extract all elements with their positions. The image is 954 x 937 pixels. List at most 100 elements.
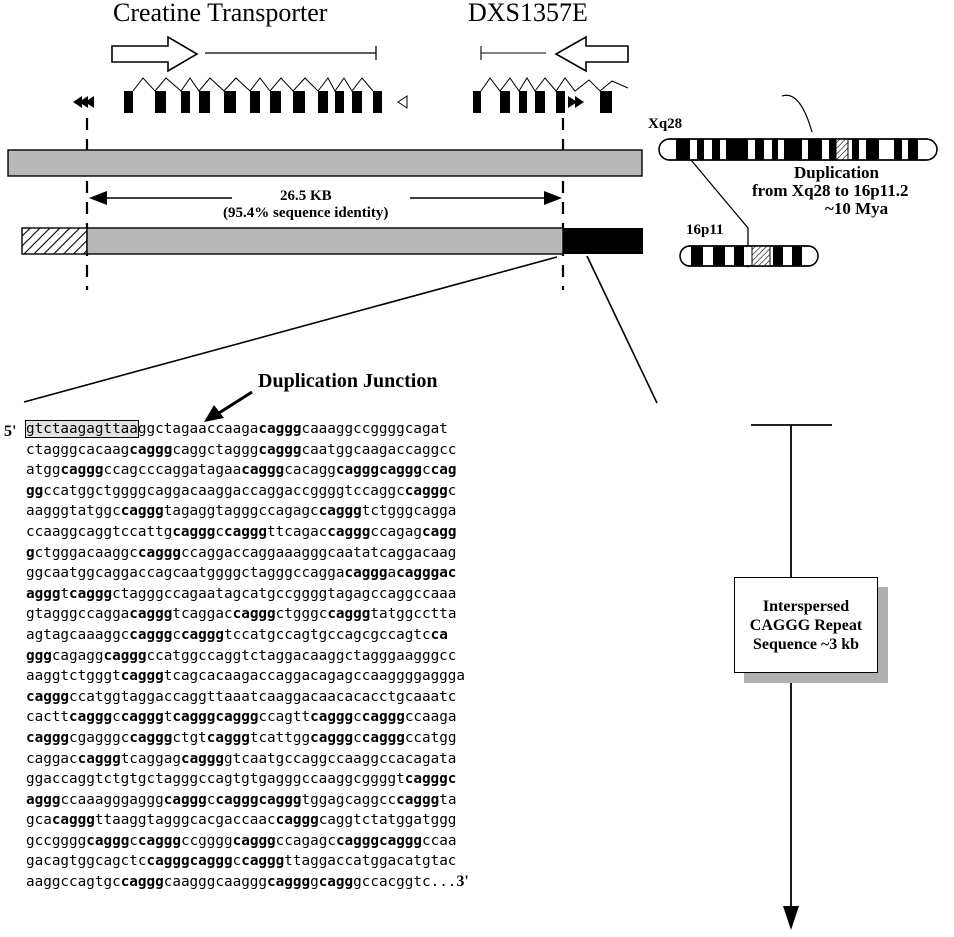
caggg-repeat-motif: caggg: [120, 668, 164, 685]
caggg-repeat-motif: caggg: [361, 709, 405, 726]
sequence-line: gggcagaggcagggccatggccaggtctaggacaaggcta…: [26, 647, 457, 664]
caggg-repeat-motif: caggg: [258, 421, 302, 437]
caggg-repeat-motif: cagg: [318, 874, 354, 891]
caggg-repeat-motif: caggg: [344, 565, 388, 582]
16p11-label: 16p11: [686, 222, 724, 238]
caggg-repeat-motif: caggg: [215, 709, 259, 726]
caggg-repeat-motif: cag: [430, 462, 457, 479]
caggg-repeat-motif: caggg: [396, 565, 440, 582]
caggg-repeat-motif: caggg: [361, 729, 405, 746]
caggg-repeat-motif: caggg: [258, 441, 302, 458]
xq28-callout-curve: [781, 94, 813, 133]
caggg-repeat-motif: caggg: [120, 709, 164, 726]
caggg-repeat-motif: caggg: [137, 832, 181, 849]
caggg-repeat-motif: caggg: [335, 462, 379, 479]
caggg-repeat-motif: caggg: [172, 523, 216, 540]
sequence-line: gcacagggttaaggtagggcacgaccaaccagggcaggtc…: [26, 812, 457, 829]
sequence-line: agggccaaagggagggcagggccagggcagggtggagcag…: [26, 791, 457, 808]
sequence-line: cacttcagggccagggtcagggcagggccagttcagggcc…: [26, 709, 457, 726]
zoom-line-left: [23, 256, 558, 403]
xq28-label: Xq28: [648, 116, 683, 132]
caggg-repeat-motif: caggg: [146, 853, 190, 870]
caggg-repeat-motif: aggg: [26, 791, 61, 808]
sequence-line: ctagggcacaagcagggcaggctagggcagggcaatggca…: [26, 441, 457, 458]
sequence-line: ggcaatggcaggaccagcaatggggctagggccaggacag…: [26, 565, 457, 582]
sequence-line: aagggtatggccagggtagaggtagggccagagccagggt…: [26, 503, 457, 520]
junction-pointer-line: [218, 390, 253, 415]
caggg-repeat-motif: caggg: [129, 729, 173, 746]
sequence-line: gtagggccaggacagggtcaggaccagggctgggccaggg…: [26, 606, 457, 623]
sequence-line: caggaccagggtcaggagcaggggtcaatgccaggccaag…: [26, 750, 457, 767]
duplication-note-line2: from Xq28 to 16p11.2: [752, 181, 909, 200]
16p11-junction-flank: [563, 228, 643, 254]
caggg-repeat-motif: caggg: [172, 709, 216, 726]
five-prime-label: 5': [4, 423, 17, 440]
caggg-repeat-motif: cagg: [422, 523, 457, 540]
caggg-repeat-motif: caggg: [137, 544, 181, 561]
caggg-repeat-motif: caggg: [26, 729, 70, 746]
caggg-repeat-motif: caggg: [241, 462, 285, 479]
caggg-repeat-motif: caggg: [26, 688, 70, 705]
caggg-repeat-motif: ac: [439, 565, 457, 582]
caggg-repeat-motif: caggg: [327, 523, 371, 540]
caggg-repeat-motif: caggg: [129, 626, 173, 643]
sequence-line: gctgggacaaggccagggccaggaccaggaaagggcaata…: [26, 544, 457, 561]
sequence-line: ccaaggcaggtccattgcagggccagggttcagaccaggg…: [26, 523, 457, 540]
repeat-label-line1: Interspersed: [762, 597, 850, 615]
caggg-repeat-motif: caggg: [232, 832, 276, 849]
left-boundary-marker: [73, 96, 94, 108]
sequence-line: aaggtctgggtcagggtcagcacaagaccaggacagagcc…: [26, 668, 465, 685]
caggg-repeat-motif: caggg: [310, 729, 354, 746]
caggg-repeat-motif: caggg: [310, 709, 354, 726]
creatine-direction-arrow: [111, 35, 199, 73]
sequence-line: gacagtggcagctccagggcagggccagggttaggaccat…: [26, 853, 457, 870]
duplication-note-line1: Duplication: [794, 163, 880, 182]
caggg-repeat-motif: caggg: [69, 709, 113, 726]
16p11-flank-hatched: [21, 227, 88, 255]
repeat-label-line3: Sequence ~3 kb: [752, 635, 860, 653]
sequence-line: agtagcaaaggccagggccagggtccatgccagtgccagc…: [26, 626, 448, 643]
sequence-line: gtctaagagttaaggctagaaccaagacagggcaaaggcc…: [25, 420, 448, 438]
caggg-repeat-motif: caggg: [120, 503, 164, 520]
caggg-repeat-motif: caggg: [275, 812, 319, 829]
repeat-label-line2: CAGGG Repeat: [749, 616, 863, 634]
caggg-repeat-motif: gg: [26, 482, 44, 499]
16p11-duplicated-segment: [86, 227, 564, 255]
sequence-line: aaggccagtgccagggcaagggcaagggcaggggcagggc…: [26, 873, 469, 891]
caggg-repeat-motif: caggg: [163, 791, 207, 808]
16p11-chromosome: [679, 245, 819, 267]
caggg-repeat-motif: caggg: [69, 585, 113, 602]
creatine-transporter-label: Creatine Transporter: [113, 0, 328, 27]
open-triangle-marker: [397, 95, 408, 109]
caggg-repeat-motif: g: [26, 544, 35, 561]
caggg-repeat-motif: caggg: [241, 853, 285, 870]
caggg-repeat-motif: caggg: [51, 812, 95, 829]
repeat-extent-arrowhead: [783, 906, 799, 930]
caggg-repeat-motif: caggg: [327, 606, 371, 623]
size-label: 26.5 KB: [280, 188, 332, 204]
identity-label: (95.4% sequence identity): [223, 205, 389, 221]
junction-sequence: gtctaagagttaaggctagaaccaagacagggcaaaggcc…: [25, 419, 469, 893]
xq28-to-16p-line: [690, 159, 749, 229]
zoom-line-right: [586, 255, 658, 404]
three-prime-label: 3': [456, 873, 469, 891]
xq28-segment-bar: [7, 149, 643, 177]
caggg-repeat-motif: caggg: [103, 647, 147, 664]
sequence-line: ggaccaggtctgtgctagggccagtgtgagggccaaggcg…: [26, 771, 457, 788]
junction-boxed-sequence: gtctaagagttaa: [25, 420, 139, 438]
caggg-repeat-motif: caggg: [378, 832, 423, 849]
caggg-repeat-motif: caggg: [189, 853, 233, 870]
repeat-sequence-box: Interspersed CAGGG Repeat Sequence ~3 kb: [734, 577, 878, 673]
caggg-repeat-motif: caggg: [206, 729, 250, 746]
caggg-repeat-motif: caggg: [77, 750, 121, 767]
caggg-repeat-motif: aggg: [26, 585, 61, 602]
caggg-repeat-motif: caggg: [258, 791, 302, 808]
caggg-repeat-motif: caggg: [223, 523, 268, 540]
caggg-repeat-motif: ca: [430, 626, 448, 643]
xq28-chromosome: [658, 138, 938, 161]
sequence-line: agggtcagggctagggccagaatagcatgccggggtagag…: [26, 585, 457, 602]
dxs1357e-label: DXS1357E: [468, 0, 588, 27]
sequence-line: ggccatggctggggcaggacaaggaccaggaccggggtcc…: [26, 482, 457, 499]
caggg-repeat-motif: caggg: [404, 482, 448, 499]
